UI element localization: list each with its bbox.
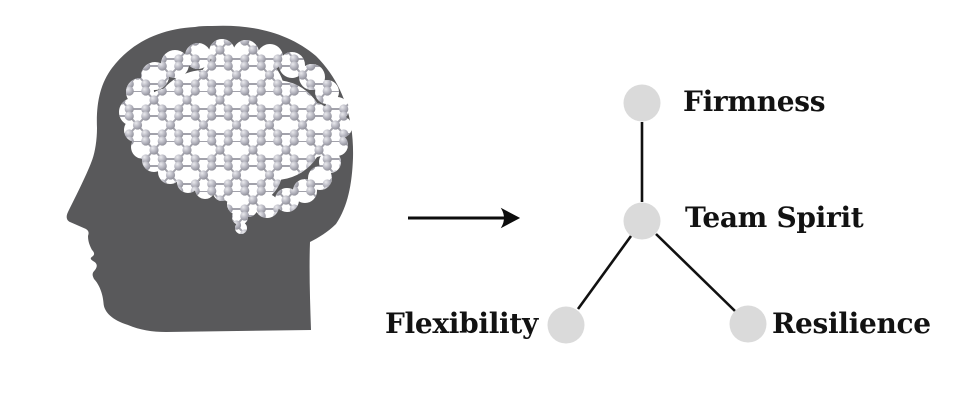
node-firmness: [623, 84, 661, 122]
diagram-edges: [576, 122, 736, 312]
node-team-spirit: [623, 202, 661, 240]
node-label-flexibility: Flexibility: [384, 306, 538, 340]
diagram-nodes: [547, 84, 767, 344]
node-label-team-spirit: Team Spirit: [685, 200, 864, 234]
node-label-firmness: Firmness: [683, 84, 826, 118]
edge-teamspirit-flexibility: [576, 235, 633, 310]
node-resilience: [729, 305, 767, 343]
node-label-resilience: Resilience: [772, 306, 931, 340]
right-arrow-icon: [408, 207, 521, 229]
edge-teamspirit-resilience: [655, 233, 736, 312]
node-flexibility: [547, 306, 585, 344]
